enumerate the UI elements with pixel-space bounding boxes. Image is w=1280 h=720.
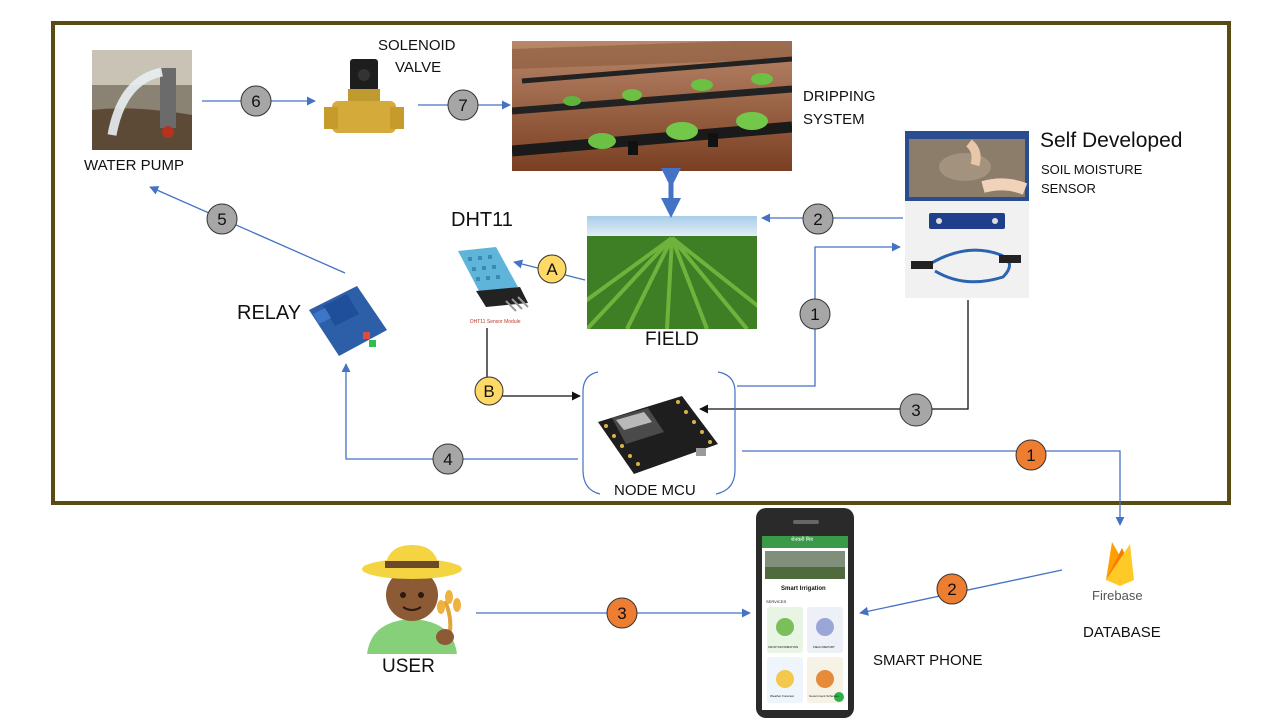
svg-text:1: 1 [810,305,819,324]
badge-3: 3 [899,393,933,427]
dht11-label: DHT11 [451,209,513,231]
relay-image [303,280,391,360]
soil-moisture-label-1: SOIL MOISTURE [1041,162,1143,177]
smart-phone-label: SMART PHONE [873,652,983,669]
phone-card-field[interactable]: FIELD REPORT [813,645,835,649]
self-developed-label: Self Developed [1040,129,1183,152]
badge-orange-1: 1 [1015,439,1047,471]
phone-app-section: SERVICES [766,599,787,604]
svg-text:A: A [546,260,558,279]
node-mcu-bracket [582,371,601,495]
relay-label: RELAY [237,302,302,324]
arrow-orange-1 [742,450,1125,526]
node-mcu-label: NODE MCU [614,482,696,499]
dht11-module-caption: DHT11 Sensor Module [470,319,521,325]
badge-1: 1 [799,298,831,330]
svg-text:3: 3 [911,401,920,420]
svg-text:B: B [483,382,494,401]
dripping-system-label-2: SYSTEM [803,111,865,128]
dht11-sensor-image: DHT11 Sensor Module [448,243,543,331]
svg-text:1: 1 [1026,446,1035,465]
badge-a: A [537,254,567,284]
svg-text:6: 6 [251,92,260,111]
soil-moisture-label-2: SENSOR [1041,181,1096,196]
user-farmer-image [357,539,468,654]
field-label: FIELD [645,329,699,350]
badge-orange-2: 2 [936,573,968,605]
solenoid-valve-label-1: SOLENOID [378,37,456,54]
arrow-4 [341,363,578,460]
badge-orange-3: 3 [606,597,638,629]
smart-phone-image[interactable]: शेतकरी मित्र Smart Irrigation SERVICES C… [755,507,855,719]
phone-card-crop[interactable]: CROP INFORMATION [768,645,799,649]
firebase-label: Firebase [1092,588,1143,603]
phone-card-schemes[interactable]: Government Schemes [809,694,839,698]
solenoid-valve-image [318,53,408,150]
badge-7: 7 [447,89,479,121]
firebase-logo-icon [1102,538,1138,586]
svg-text:5: 5 [217,210,226,229]
arrow-5 [149,186,346,274]
badge-2: 2 [802,203,834,235]
arrow-3 [699,300,969,414]
svg-text:2: 2 [947,580,956,599]
phone-app-header: शेतकरी मित्र [791,537,813,543]
badge-6: 6 [240,85,272,117]
system-frame [51,21,1231,505]
svg-text:3: 3 [617,604,626,623]
dripping-system-label-1: DRIPPING [803,88,876,105]
phone-card-weather[interactable]: Weather Forecast [770,694,794,698]
user-label: USER [382,656,435,677]
phone-app-title[interactable]: Smart Irrigation [781,586,826,592]
badge-4: 4 [432,443,464,475]
soil-moisture-sensor-image [905,131,1029,298]
field-image [587,216,757,329]
svg-text:2: 2 [813,210,822,229]
badge-b: B [474,376,504,406]
database-label: DATABASE [1083,624,1161,641]
water-pump-image [92,50,192,150]
solenoid-valve-label-2: VALVE [395,59,442,76]
badge-5: 5 [206,203,238,235]
water-pump-label: WATER PUMP [84,157,184,174]
dripping-system-image [512,41,792,171]
svg-text:4: 4 [443,450,452,469]
svg-text:7: 7 [458,96,467,115]
